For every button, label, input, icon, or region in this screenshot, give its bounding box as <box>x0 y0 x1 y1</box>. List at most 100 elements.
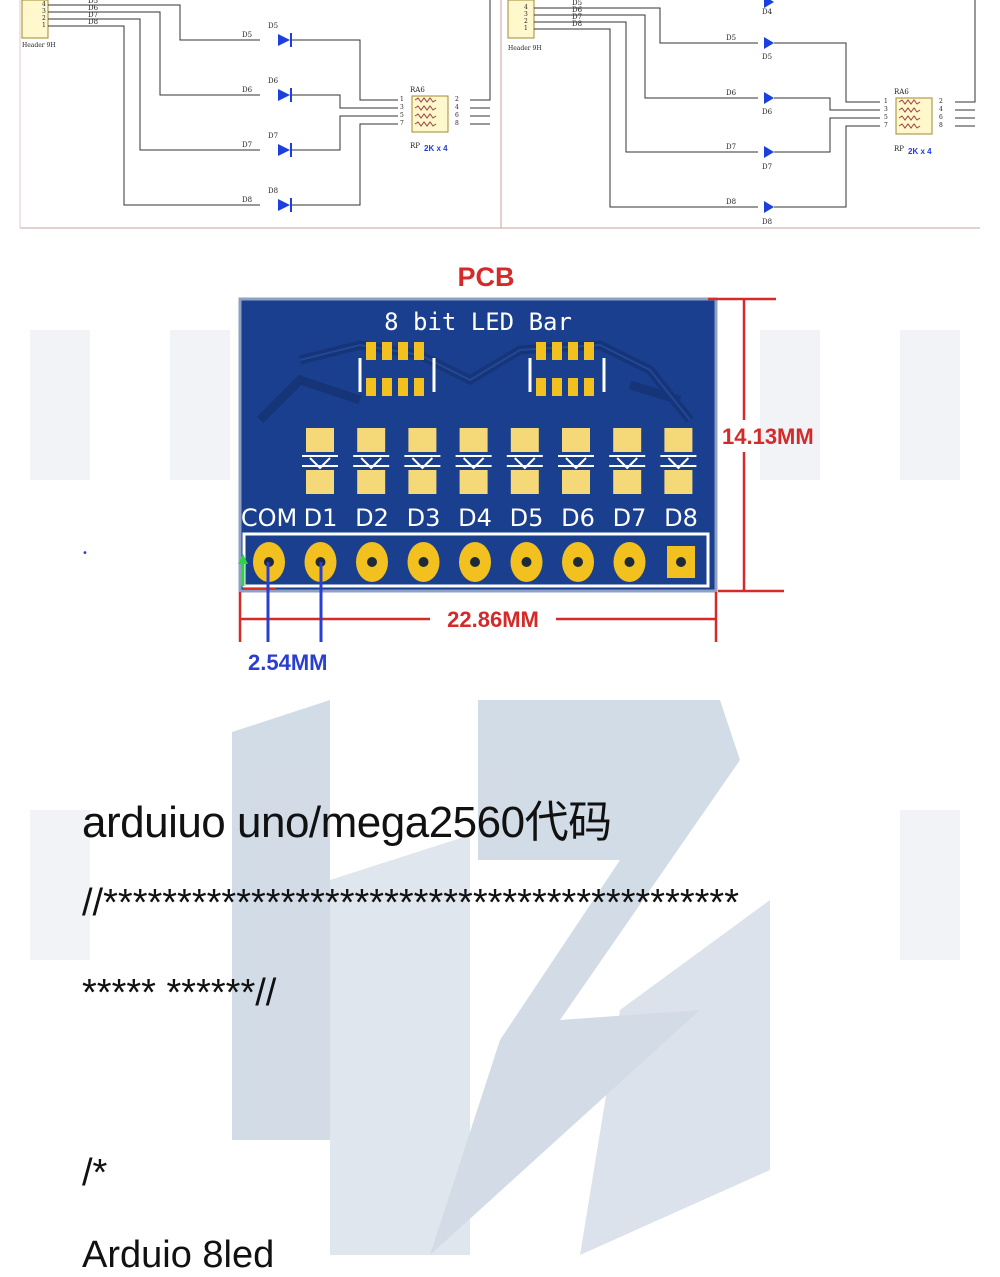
led-ref: D8 <box>268 187 278 195</box>
led-pad <box>510 470 539 494</box>
header-name: Header 9H <box>22 42 56 49</box>
resistor-array-footprint <box>358 342 436 396</box>
ra-prefix: RP <box>410 142 420 150</box>
svg-text:1: 1 <box>400 96 404 103</box>
svg-text:5: 5 <box>884 114 888 121</box>
header-pin-num: 1 <box>42 22 46 29</box>
net-label: D7 <box>242 141 252 149</box>
svg-text:D5: D5 <box>762 53 772 61</box>
led-pad <box>306 470 334 494</box>
svg-text:1: 1 <box>524 25 528 32</box>
pcb-title: PCB <box>457 262 515 292</box>
led-silkscreen <box>506 455 543 470</box>
led-pad <box>613 428 642 452</box>
svg-text:2K x 4: 2K x 4 <box>908 147 932 156</box>
pad-hole <box>367 557 377 567</box>
svg-text:D7: D7 <box>572 13 582 21</box>
svg-text:2: 2 <box>455 96 459 103</box>
svg-text:D7: D7 <box>726 143 736 151</box>
svg-text:D8: D8 <box>762 218 772 226</box>
led-pad <box>357 428 386 452</box>
led-silkscreen <box>609 455 646 470</box>
schematic-diagram: 4 3 2 1 Header 9H D5 D6 D7 D8 D5 D6 <box>19 0 980 229</box>
led-pad <box>408 470 437 494</box>
led-silkscreen <box>558 455 594 470</box>
schematic-right: 4 3 2 1 Header 9H D5 D6 D7 D8 D4 D5 <box>507 0 976 226</box>
led-silkscreen <box>353 455 390 470</box>
ra-value: 2K x 4 <box>424 144 448 153</box>
led-pad <box>562 428 590 452</box>
pin-net: D6 <box>88 4 99 12</box>
svg-text:D6: D6 <box>726 89 737 97</box>
height-dimension <box>708 297 784 593</box>
svg-text:D6: D6 <box>572 6 583 14</box>
svg-text:5: 5 <box>400 112 404 119</box>
svg-text:7: 7 <box>400 120 404 127</box>
led-pad <box>510 428 539 452</box>
pin-net: D8 <box>88 18 98 26</box>
led-silkscreen <box>302 455 338 470</box>
net-label: D5 <box>242 31 252 39</box>
led-symbol <box>278 144 290 156</box>
net-label: D6 <box>242 86 253 94</box>
svg-text:RA6: RA6 <box>894 88 909 96</box>
pin-net: D7 <box>88 11 98 19</box>
code-line: //**************************************… <box>82 882 740 924</box>
code-line: Arduio 8led <box>82 1234 275 1276</box>
led-ref: D7 <box>268 132 278 140</box>
pad-hole <box>624 557 635 567</box>
led-silkscreen <box>455 455 492 470</box>
svg-text:2: 2 <box>939 98 943 105</box>
svg-text:3: 3 <box>884 106 888 113</box>
svg-text:3: 3 <box>524 11 528 18</box>
svg-text:1: 1 <box>884 98 888 105</box>
pad-hole <box>470 557 480 567</box>
dim-pitch: 2.54MM <box>248 650 327 675</box>
svg-text:2: 2 <box>524 18 528 25</box>
pin-net: D5 <box>88 0 98 5</box>
svg-text:D8: D8 <box>726 198 736 206</box>
pad-hole <box>573 557 583 567</box>
resistor-array-footprint <box>528 342 606 396</box>
led-silkscreen <box>660 455 697 470</box>
schematic-left: 4 3 2 1 Header 9H D5 D6 D7 D8 D5 D6 <box>21 0 491 212</box>
svg-text:D7: D7 <box>762 163 772 171</box>
svg-text:3: 3 <box>400 104 404 111</box>
svg-text:D8: D8 <box>572 20 582 28</box>
svg-text:6: 6 <box>939 114 943 121</box>
header-pin-num: 3 <box>42 8 46 15</box>
header-name: Header 9H <box>508 45 542 52</box>
led-pad <box>459 428 488 452</box>
svg-text:D5: D5 <box>572 0 582 7</box>
led-symbol <box>278 199 290 211</box>
svg-text:•: • <box>82 548 88 559</box>
svg-text:4: 4 <box>455 104 459 111</box>
svg-text:8: 8 <box>939 122 943 129</box>
pin-label: COM <box>241 504 297 532</box>
led-silkscreen <box>404 455 441 470</box>
pin-label: D4 <box>458 504 492 532</box>
net-label: D8 <box>242 196 252 204</box>
header-pads <box>253 542 695 582</box>
pin-label: D6 <box>561 504 595 532</box>
header-pin-num: 2 <box>42 15 46 22</box>
pad-hole <box>521 557 532 567</box>
led-pad <box>459 470 488 494</box>
svg-text:D4: D4 <box>762 8 773 16</box>
led-pad <box>357 470 386 494</box>
led-symbol <box>278 89 290 101</box>
code-line: /* <box>82 1152 108 1194</box>
dim-width: 22.86MM <box>447 607 539 632</box>
pin-label: D7 <box>613 504 647 532</box>
pin-label: D3 <box>407 504 441 532</box>
code-line: ***** ******// <box>82 972 277 1014</box>
width-dimension <box>238 592 718 642</box>
led-ref: D6 <box>268 77 279 85</box>
svg-text:4: 4 <box>524 4 528 11</box>
pin-label: D1 <box>304 504 338 532</box>
svg-text:RP: RP <box>894 145 904 153</box>
svg-text:7: 7 <box>884 122 888 129</box>
pin-label: D2 <box>355 504 389 532</box>
led-ref: D5 <box>268 22 278 30</box>
